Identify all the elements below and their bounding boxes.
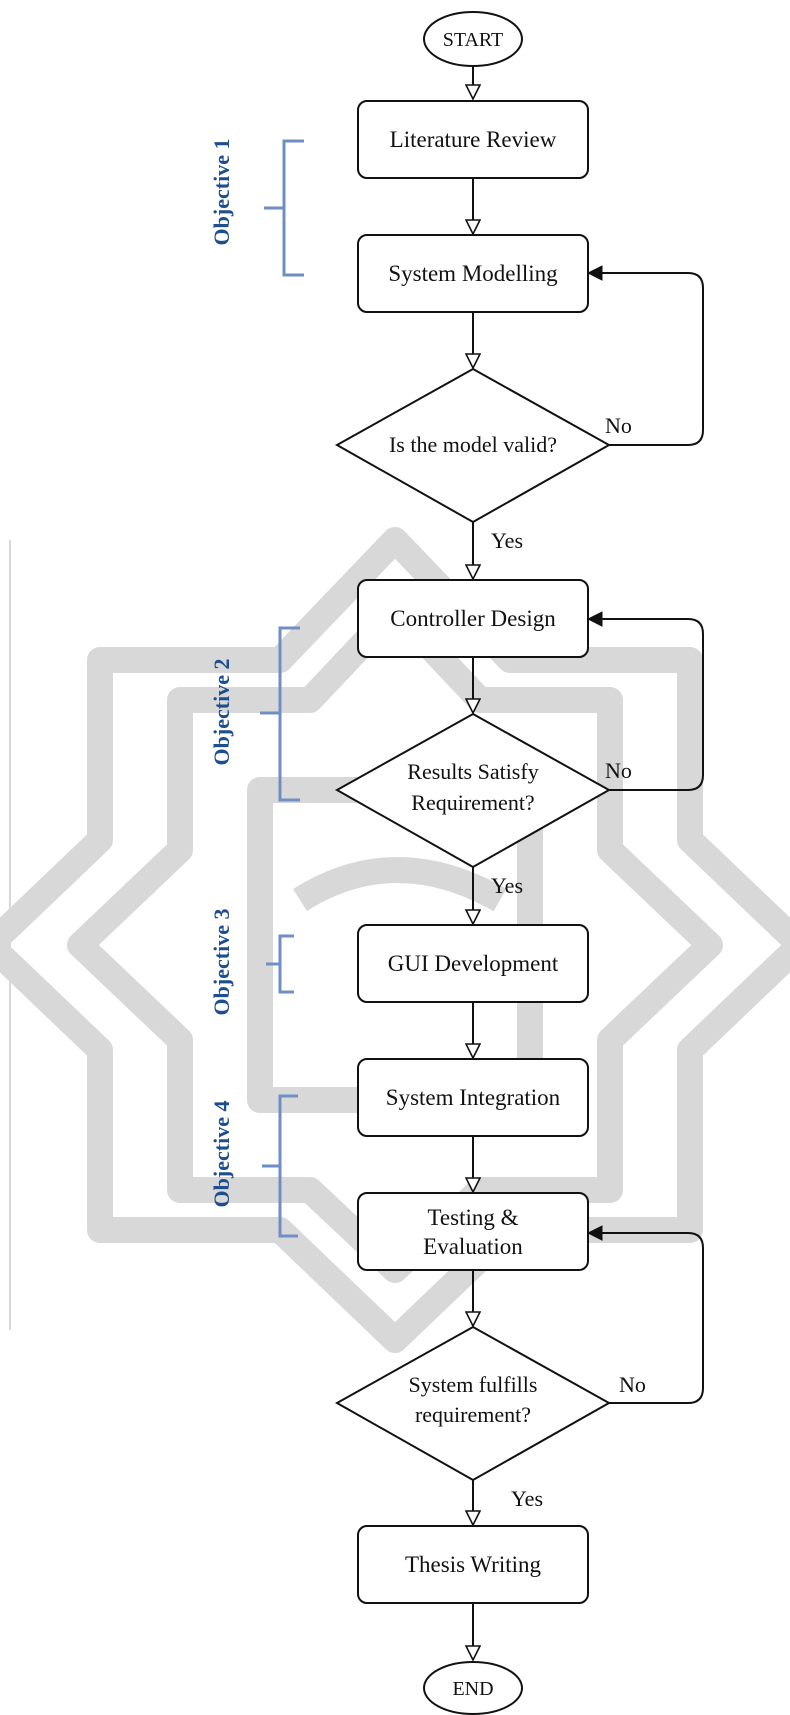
- literature-review-label: Literature Review: [390, 127, 557, 152]
- model-valid-decision: Is the model valid?: [334, 367, 612, 524]
- objective-4-bracket: Objective 4: [209, 1094, 298, 1238]
- system-fulfills-decision: System fulfills requirement?: [334, 1325, 612, 1482]
- model-valid-label: Is the model valid?: [389, 432, 557, 457]
- model-valid-yes-label: Yes: [491, 528, 523, 553]
- system-modelling-box: System Modelling: [357, 234, 589, 313]
- system-integration-box: System Integration: [357, 1058, 589, 1137]
- testing-evaluation-box: Testing & Evaluation: [357, 1192, 589, 1271]
- controller-design-label: Controller Design: [390, 606, 556, 631]
- bracket-shape: [264, 139, 304, 277]
- edge-model-invalid-loop: [588, 273, 704, 446]
- objective-3-label: Objective 3: [209, 909, 234, 1016]
- results-satisfy-yes-label: Yes: [491, 873, 523, 898]
- bracket-shape: [266, 934, 294, 994]
- end-terminal: END: [423, 1661, 523, 1715]
- bracket-shape: [260, 626, 300, 802]
- results-satisfy-no-label: No: [605, 758, 632, 783]
- objective-3-bracket: Objective 3: [209, 909, 294, 1016]
- controller-design-box: Controller Design: [357, 579, 589, 658]
- thesis-writing-label: Thesis Writing: [405, 1552, 542, 1577]
- gui-development-label: GUI Development: [388, 951, 559, 976]
- system-integration-label: System Integration: [386, 1085, 561, 1110]
- system-fulfills-yes-label: Yes: [511, 1486, 543, 1511]
- flow-edges: [473, 65, 704, 1660]
- objective-4-label: Objective 4: [209, 1101, 234, 1208]
- start-label: START: [443, 29, 504, 51]
- end-label: END: [452, 1678, 493, 1700]
- objective-2-bracket: Objective 2: [209, 626, 300, 802]
- gui-development-box: GUI Development: [357, 924, 589, 1003]
- results-satisfy-decision: Results Satisfy Requirement?: [334, 712, 612, 869]
- thesis-writing-box: Thesis Writing: [357, 1525, 589, 1604]
- system-fulfills-line2: requirement?: [415, 1402, 531, 1427]
- testing-line1: Testing &: [427, 1205, 518, 1230]
- edge-results-unsatisfied-loop: [588, 619, 704, 791]
- objective-1-label: Objective 1: [209, 139, 234, 246]
- model-valid-no-label: No: [605, 413, 632, 438]
- literature-review-box: Literature Review: [357, 100, 589, 179]
- objective-1-bracket: Objective 1: [209, 139, 304, 277]
- system-fulfills-no-label: No: [619, 1372, 646, 1397]
- bracket-shape: [262, 1094, 298, 1238]
- edge-system-unfulfilled-loop: [588, 1233, 704, 1404]
- results-satisfy-line2: Requirement?: [411, 790, 534, 815]
- results-satisfy-line1: Results Satisfy: [407, 759, 538, 784]
- start-terminal: START: [423, 11, 523, 67]
- system-modelling-label: System Modelling: [388, 261, 558, 286]
- objective-2-label: Objective 2: [209, 659, 234, 766]
- testing-line2: Evaluation: [423, 1234, 523, 1259]
- system-fulfills-line1: System fulfills: [409, 1372, 538, 1397]
